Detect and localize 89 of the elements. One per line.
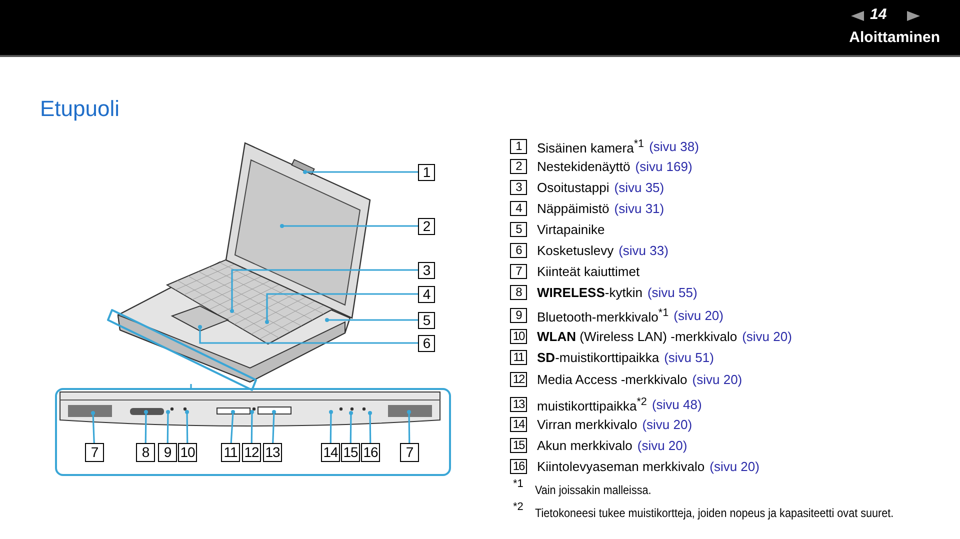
callout-number: 6 — [418, 334, 435, 352]
callout-number: 11 — [221, 443, 240, 462]
item-description: Kiinteät kaiuttimet — [537, 264, 640, 279]
page-reference: (sivu 20) — [742, 329, 792, 344]
callout-number: 7 — [85, 443, 104, 462]
callout-number: 5 — [418, 312, 435, 328]
page-reference: (sivu 20) — [642, 417, 692, 432]
callout-number: 12 — [510, 372, 527, 387]
callout-number: 3 — [418, 262, 435, 278]
section-name: Aloittaminen — [849, 29, 940, 46]
leader-line — [303, 170, 418, 174]
callout-number: 1 — [510, 139, 527, 154]
item-description: Kiintolevyaseman merkkivalo — [537, 459, 705, 474]
page-reference: (sivu 20) — [692, 372, 742, 387]
callout-number: 16 — [510, 459, 527, 474]
callout-number: 1 — [418, 164, 435, 180]
leader-line — [407, 410, 411, 444]
callout-number: 13 — [263, 443, 282, 462]
callout-number: 6 — [510, 243, 527, 258]
callout-number: 5 — [510, 222, 527, 237]
leader-line — [230, 269, 418, 313]
page-reference: (sivu 35) — [614, 180, 664, 195]
callout-number: 12 — [242, 443, 261, 462]
leader-line — [185, 410, 189, 444]
leader-line — [190, 384, 192, 388]
callout-number: 16 — [361, 443, 380, 462]
callout-number: 4 — [418, 286, 435, 302]
callout-number: 4 — [510, 201, 527, 216]
leader-line — [368, 411, 372, 444]
leader-line — [91, 411, 95, 444]
item-description: Akun merkkivalo — [537, 438, 632, 453]
leader-line — [272, 410, 276, 444]
callout-number: 7 — [400, 443, 419, 462]
leader-line — [329, 410, 333, 444]
callout-number: 10 — [178, 443, 197, 462]
item-description: muistikorttipaikka$^{*2}$ — [537, 396, 647, 414]
page-reference: (sivu 48) — [652, 397, 702, 412]
page-reference: (sivu 51) — [664, 350, 714, 365]
page-reference: (sivu 55) — [647, 285, 698, 300]
item-description: WIRELESS-kytkin — [537, 285, 642, 300]
leader-line — [349, 411, 353, 444]
leader-line — [280, 224, 418, 228]
item-description: Virran merkkivalo — [537, 417, 638, 432]
footnote-text: Tietokoneesi tukee muistikortteja, joiden nopeus ja kapasiteetti ovat suuret. — [535, 505, 895, 522]
item-description: Nestekidenäyttö — [537, 159, 630, 174]
callout-number: 8 — [136, 443, 155, 462]
callout-number: 2 — [418, 218, 435, 234]
footnote-mark: *2 — [513, 501, 524, 513]
leader-line — [265, 293, 418, 324]
callout-number: 2 — [510, 159, 527, 174]
page-reference: (sivu 31) — [614, 201, 664, 216]
leader-line — [325, 318, 418, 322]
page-title: Etupuoli — [40, 96, 120, 122]
item-description: Näppäimistö — [537, 201, 610, 216]
callout-number: 3 — [510, 180, 527, 195]
callout-number: 8 — [510, 285, 527, 300]
footnote-text: Vain joissakin malleissa. — [535, 483, 652, 497]
page-reference: (sivu 20) — [710, 459, 760, 474]
leader-line — [144, 410, 148, 444]
page-reference: (sivu 169) — [635, 159, 692, 174]
item-description: Osoitustappi — [537, 180, 610, 195]
item-description: Media Access -merkkivalo — [537, 372, 688, 387]
page-reference: (sivu 20) — [637, 438, 688, 453]
callout-number: 9 — [510, 308, 527, 324]
leader-line — [166, 410, 170, 444]
callout-number: 11 — [510, 350, 527, 365]
leader-line — [230, 410, 235, 444]
callout-number: 13 — [510, 397, 527, 412]
item-description: Virtapainike — [537, 222, 605, 237]
item-description: Bluetooth-merkkivalo$^{*1}$ — [537, 307, 669, 324]
item-description: SD-muistikorttipaikka — [537, 350, 660, 365]
page-reference: (sivu 20) — [674, 308, 724, 324]
callout-number: 7 — [510, 264, 527, 279]
callout-number: 9 — [158, 443, 177, 462]
callout-number: 15 — [341, 443, 360, 462]
leader-line — [250, 410, 254, 444]
callout-number: 10 — [510, 329, 527, 344]
page-number: 14 — [870, 6, 887, 23]
callout-number: 15 — [510, 438, 527, 453]
page-reference: (sivu 38) — [649, 139, 699, 154]
page-reference: (sivu 33) — [618, 243, 668, 258]
detail-frame — [55, 388, 451, 476]
leader-line — [198, 325, 418, 344]
footnote-mark: *1 — [513, 478, 524, 490]
item-description: Kosketuslevy — [537, 243, 614, 258]
item-description: WLAN (Wireless LAN) -merkkivalo — [537, 329, 738, 344]
item-description: Sisäinen kamera$^{*1}$ — [537, 138, 644, 156]
callout-number: 14 — [510, 417, 527, 432]
callout-number: 14 — [321, 443, 340, 462]
